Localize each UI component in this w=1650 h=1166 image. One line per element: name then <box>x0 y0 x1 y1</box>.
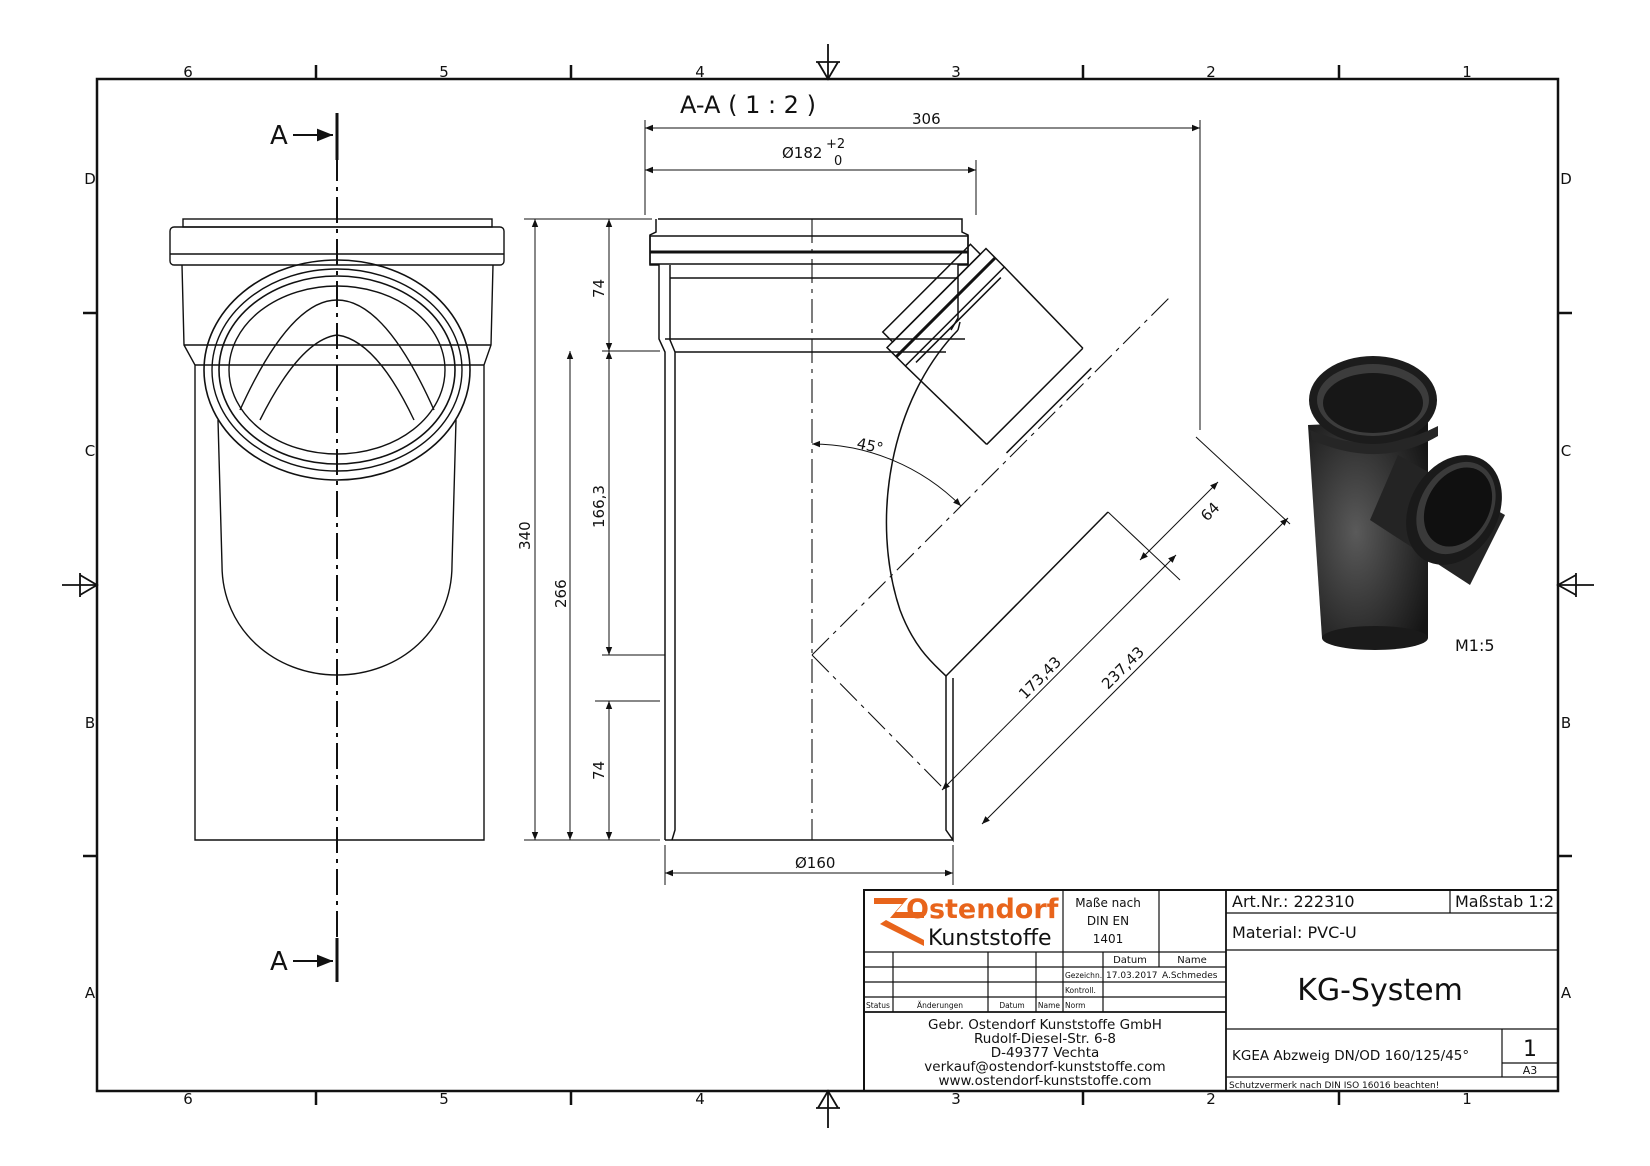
row-label-left: B <box>85 714 95 732</box>
row-gezeichn: Gezeichn. <box>1065 971 1102 980</box>
company-logo: Ostendorf Kunststoffe <box>874 894 1059 951</box>
col-label-bottom: 5 <box>439 1090 449 1108</box>
col-datum: Datum <box>1113 955 1147 966</box>
rev-aenderungen: Änderungen <box>917 1001 963 1010</box>
dim-166: 166,3 <box>590 485 608 528</box>
gezeichn-name: A.Schmedes <box>1162 971 1218 981</box>
dim-64: 64 <box>1197 499 1223 525</box>
row-label-left: C <box>85 442 95 460</box>
company-line5: www.ostendorf-kunststoffe.com <box>938 1073 1151 1089</box>
dim-182: Ø182 <box>782 144 822 162</box>
standard-line3: 1401 <box>1093 932 1124 946</box>
gezeichn-date: 17.03.2017 <box>1106 971 1158 981</box>
company-line1: Gebr. Ostendorf Kunststoffe GmbH <box>928 1017 1162 1033</box>
company-line3: D-49377 Vechta <box>991 1045 1100 1061</box>
col-label-top: 2 <box>1206 63 1216 81</box>
front-view <box>169 113 505 982</box>
dim-266: 266 <box>552 579 570 608</box>
row-label-left: A <box>85 984 96 1002</box>
material: Material: PVC-U <box>1232 923 1357 942</box>
product-render: M1:5 <box>1308 356 1505 655</box>
sheet-number: 1 <box>1523 1037 1537 1062</box>
dim-74-top: 74 <box>590 279 608 298</box>
title-block <box>863 889 1559 1092</box>
col-label-bottom: 3 <box>951 1090 961 1108</box>
dim-237: 237,43 <box>1098 643 1148 693</box>
frame-row-labels: D C B A D C B A <box>84 170 1572 1002</box>
standard-line2: DIN EN <box>1087 914 1129 928</box>
dim-74-bottom: 74 <box>590 761 608 780</box>
dimension-texts: A-A ( 1 : 2 ) 306 Ø182 +2 0 74 340 266 1… <box>516 91 1223 872</box>
row-label-right: A <box>1561 984 1572 1002</box>
dim-160: Ø160 <box>795 854 835 872</box>
paper-format: A3 <box>1523 1064 1538 1077</box>
company-line4: verkauf@ostendorf-kunststoffe.com <box>924 1059 1165 1075</box>
col-label-bottom: 2 <box>1206 1090 1216 1108</box>
system-name: KG-System <box>1297 973 1463 1008</box>
protection-note: Schutzvermerk nach DIN ISO 16016 beachte… <box>1229 1081 1439 1091</box>
standard-line1: Maße nach <box>1075 896 1141 910</box>
section-cut-label-bottom: A <box>270 947 288 977</box>
article-number: Art.Nr.: 222310 <box>1232 892 1355 911</box>
row-norm: Norm <box>1065 1001 1085 1010</box>
row-kontroll: Kontroll. <box>1065 986 1096 995</box>
row-label-right: D <box>1560 170 1572 188</box>
rev-name: Name <box>1038 1001 1061 1010</box>
logo-line2: Kunststoffe <box>928 926 1052 951</box>
rev-status: Status <box>866 1001 890 1010</box>
col-label-top: 1 <box>1462 63 1472 81</box>
col-label-top: 3 <box>951 63 961 81</box>
col-label-top: 5 <box>439 63 449 81</box>
col-label-bottom: 4 <box>695 1090 705 1108</box>
logo-line1: Ostendorf <box>906 894 1059 925</box>
section-cut-label-top: A <box>270 121 288 151</box>
drawing-scale: Maßstab 1:2 <box>1455 892 1554 911</box>
section-title: A-A ( 1 : 2 ) <box>680 91 816 119</box>
render-scale: M1:5 <box>1455 636 1495 655</box>
rev-datum: Datum <box>999 1001 1024 1010</box>
col-label-top: 6 <box>183 63 193 81</box>
section-view <box>649 218 1171 843</box>
row-label-right: C <box>1561 442 1571 460</box>
dim-182-tol-lower: 0 <box>834 154 842 169</box>
dimension-lines <box>524 120 1291 885</box>
col-label-bottom: 6 <box>183 1090 193 1108</box>
col-label-top: 4 <box>695 63 705 81</box>
dim-173: 173,43 <box>1015 653 1065 703</box>
section-cut-labels: A A <box>270 121 288 977</box>
part-description: KGEA Abzweig DN/OD 160/125/45° <box>1232 1048 1469 1064</box>
row-label-left: D <box>84 170 96 188</box>
company-line2: Rudolf-Diesel-Str. 6-8 <box>974 1031 1116 1047</box>
drawing-frame <box>62 44 1594 1128</box>
dim-182-tol-upper: +2 <box>826 137 845 152</box>
dim-340: 340 <box>516 521 534 550</box>
frame-column-labels: 6 5 4 3 2 1 6 5 4 3 2 1 <box>183 63 1472 1108</box>
dim-306: 306 <box>912 110 941 128</box>
title-block-text: Maße nach DIN EN 1401 Datum Name Gezeich… <box>866 892 1554 1091</box>
row-label-right: B <box>1561 714 1571 732</box>
col-label-bottom: 1 <box>1462 1090 1472 1108</box>
col-name: Name <box>1177 955 1207 966</box>
dim-angle-45: 45° <box>855 434 885 457</box>
